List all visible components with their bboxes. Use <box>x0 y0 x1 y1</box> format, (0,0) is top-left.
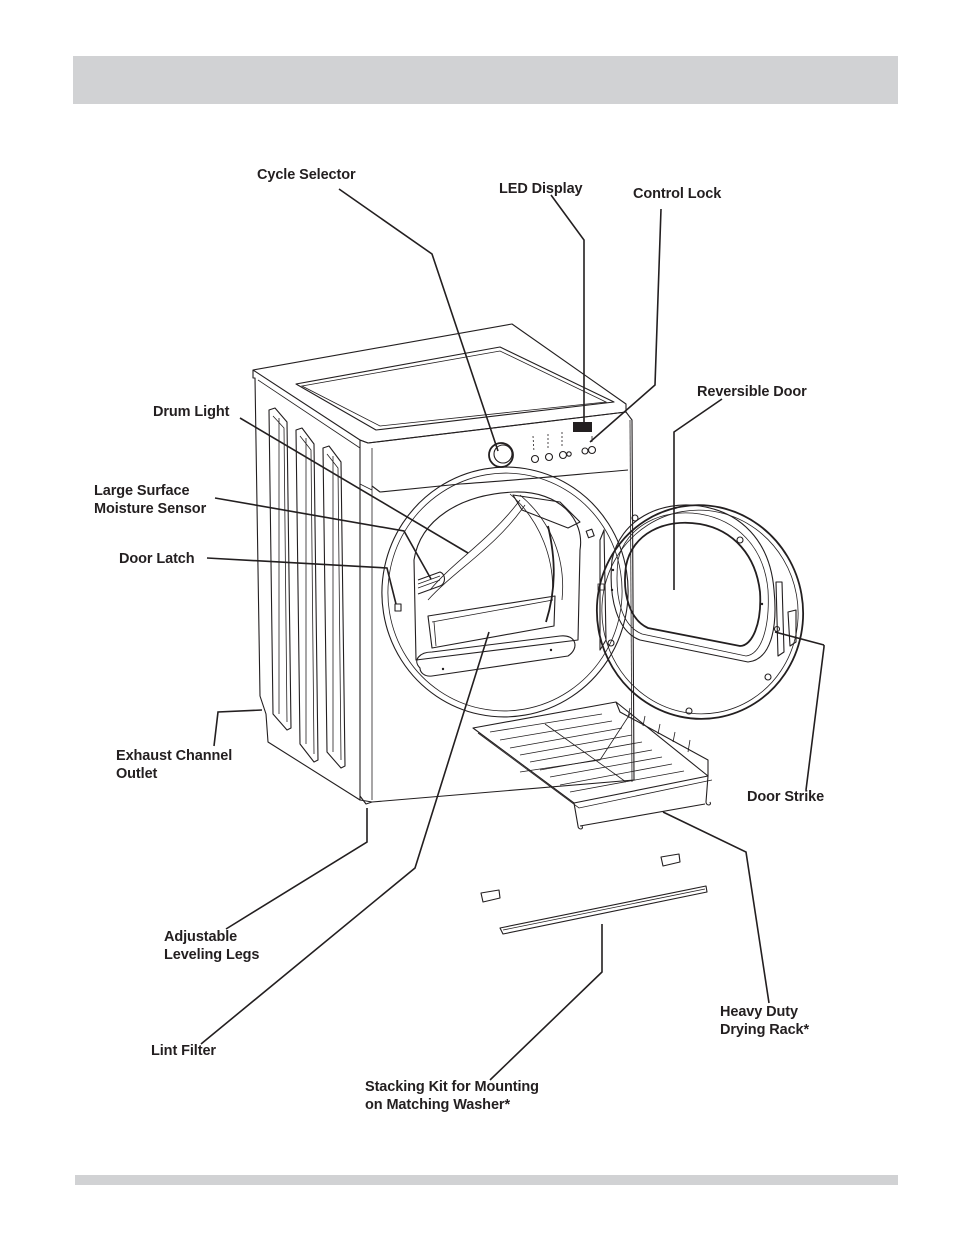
label-exhaust-outlet: Exhaust Channel Outlet <box>116 748 233 782</box>
side-vent-channels <box>268 407 346 769</box>
label-reversible-door: Reversible Door <box>697 384 807 400</box>
header-bar <box>73 56 898 104</box>
reversible-door <box>595 504 805 720</box>
label-lint-filter: Lint Filter <box>151 1043 216 1059</box>
footer-bar <box>75 1175 898 1185</box>
label-leveling-legs: Adjustable Leveling Legs <box>164 929 260 963</box>
label-drying-rack: Heavy Duty Drying Rack* <box>720 1004 810 1038</box>
dryer-cabinet <box>252 323 635 805</box>
label-door-strike: Door Strike <box>747 789 825 805</box>
label-moisture-sensor: Large Surface Moisture Sensor <box>94 483 207 517</box>
label-led-display: LED Display <box>499 181 583 197</box>
drying-rack <box>472 701 713 830</box>
label-drum-light: Drum Light <box>153 404 230 420</box>
drum-opening <box>381 466 629 718</box>
stacking-kit <box>480 853 708 935</box>
label-cycle-selector: Cycle Selector <box>257 167 356 183</box>
control-panel <box>488 422 597 468</box>
label-door-latch: Door Latch <box>119 551 195 567</box>
label-control-lock: Control Lock <box>633 186 722 202</box>
label-stacking-kit: Stacking Kit for Mounting on Matching Wa… <box>365 1079 539 1113</box>
leader-lines <box>200 188 825 1081</box>
